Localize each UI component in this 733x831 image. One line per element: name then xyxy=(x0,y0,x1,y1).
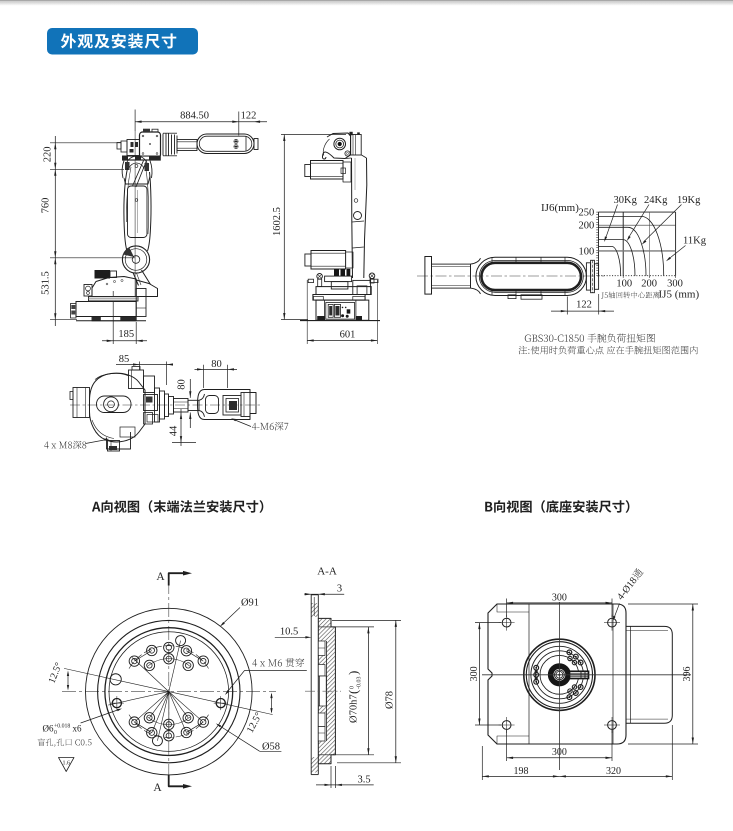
svg-text:200: 200 xyxy=(641,279,657,290)
svg-text:122: 122 xyxy=(576,300,592,311)
svg-text:Ø6: Ø6 xyxy=(43,724,54,734)
svg-text:300: 300 xyxy=(469,666,480,681)
svg-text:): ) xyxy=(346,671,361,675)
svg-text:(: ( xyxy=(346,690,361,694)
svg-text:601: 601 xyxy=(340,329,356,340)
svg-text:A-A: A-A xyxy=(317,566,337,578)
svg-text:30Kg: 30Kg xyxy=(614,195,638,206)
svg-text:300: 300 xyxy=(667,279,683,290)
svg-text:A: A xyxy=(156,571,165,583)
svg-text:x6: x6 xyxy=(73,724,83,734)
svg-text:300: 300 xyxy=(552,592,567,603)
svg-text:0: 0 xyxy=(54,730,57,736)
svg-text:300: 300 xyxy=(552,747,567,758)
svg-text:396: 396 xyxy=(682,667,693,682)
svg-text:-0.03: -0.03 xyxy=(356,677,362,690)
svg-text:Ø78: Ø78 xyxy=(385,691,396,709)
svg-text:Ø70h7: Ø70h7 xyxy=(349,694,360,723)
svg-text:Ø58: Ø58 xyxy=(262,741,280,752)
svg-text:0: 0 xyxy=(349,686,355,689)
svg-text:80: 80 xyxy=(211,359,222,370)
svg-text:200: 200 xyxy=(578,221,594,232)
svg-text:19Kg: 19Kg xyxy=(677,195,701,206)
svg-text:185: 185 xyxy=(118,329,134,340)
svg-text:198: 198 xyxy=(514,766,529,777)
svg-text:11Kg: 11Kg xyxy=(683,236,707,247)
svg-text:85: 85 xyxy=(119,354,130,365)
svg-text:250: 250 xyxy=(578,208,594,219)
svg-text:44: 44 xyxy=(169,425,180,436)
svg-text:IJ6(mm): IJ6(mm) xyxy=(541,202,579,214)
svg-text:1.6: 1.6 xyxy=(63,761,71,767)
svg-text:24Kg: 24Kg xyxy=(644,195,668,206)
svg-text:+0.018: +0.018 xyxy=(54,724,70,730)
svg-text:100: 100 xyxy=(616,279,632,290)
svg-text:Ø91: Ø91 xyxy=(241,598,259,609)
svg-text:531.5: 531.5 xyxy=(41,271,52,295)
svg-text:1602.5: 1602.5 xyxy=(272,207,283,236)
svg-text:122: 122 xyxy=(241,110,257,121)
svg-text:IJ5 (mm): IJ5 (mm) xyxy=(659,288,700,300)
svg-text:320: 320 xyxy=(606,766,621,777)
svg-text:3: 3 xyxy=(337,583,342,594)
svg-text:3.5: 3.5 xyxy=(357,774,370,785)
svg-text:A: A xyxy=(153,782,162,794)
svg-text:100: 100 xyxy=(578,246,594,257)
svg-text:760: 760 xyxy=(41,198,52,214)
svg-text:80: 80 xyxy=(177,379,188,390)
svg-text:884.50: 884.50 xyxy=(180,111,209,122)
svg-text:220: 220 xyxy=(42,147,53,163)
svg-text:10.5: 10.5 xyxy=(280,626,298,637)
